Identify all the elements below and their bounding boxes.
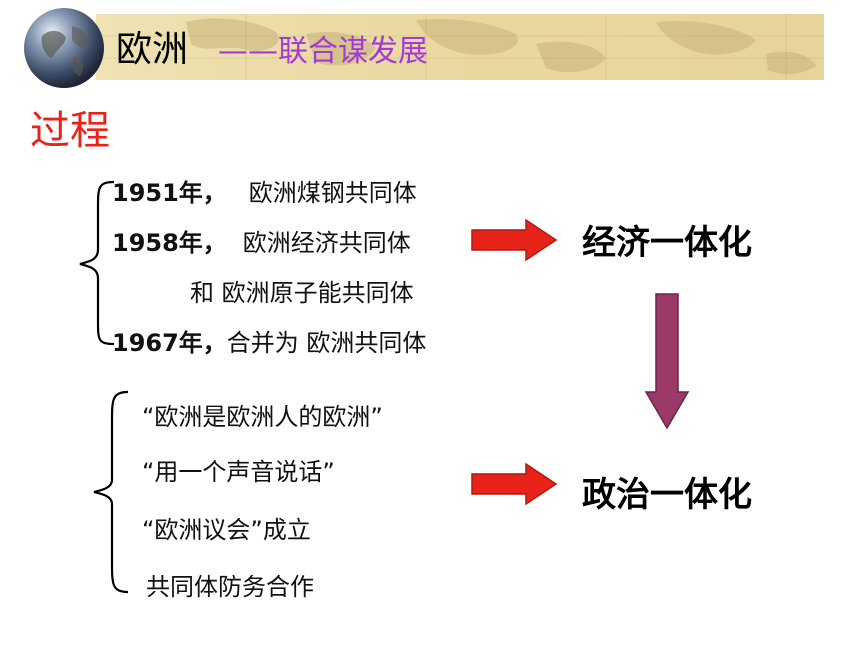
brace-group-1 [79, 180, 115, 346]
list-item: 共同体防务合作 [146, 573, 314, 601]
arrow-right-icon [471, 462, 558, 506]
page-title: 欧洲 [116, 29, 189, 70]
world-map-texture [96, 14, 824, 80]
list-item: 1958年，欧洲经济共同体 [112, 229, 411, 257]
brace-group-2 [93, 390, 129, 594]
page-subtitle: ——联合谋发展 [218, 34, 428, 69]
header-banner [96, 14, 824, 80]
list-item: “用一个声音说话” [142, 458, 335, 486]
list-item: “欧洲议会”成立 [142, 516, 311, 544]
list-item: 1951年，欧洲煤钢共同体 [112, 179, 417, 207]
arrow-down-icon [644, 293, 690, 430]
list-item: “欧洲是欧洲人的欧洲” [142, 403, 383, 431]
result-economic: 经济一体化 [582, 223, 752, 263]
list-item: 1967年，合并为 欧洲共同体 [112, 329, 427, 357]
result-political: 政治一体化 [582, 475, 752, 515]
list-item: 和 欧洲原子能共同体 [190, 279, 414, 307]
globe-icon [24, 8, 104, 88]
arrow-right-icon [471, 218, 558, 262]
section-title: 过程 [30, 108, 110, 154]
